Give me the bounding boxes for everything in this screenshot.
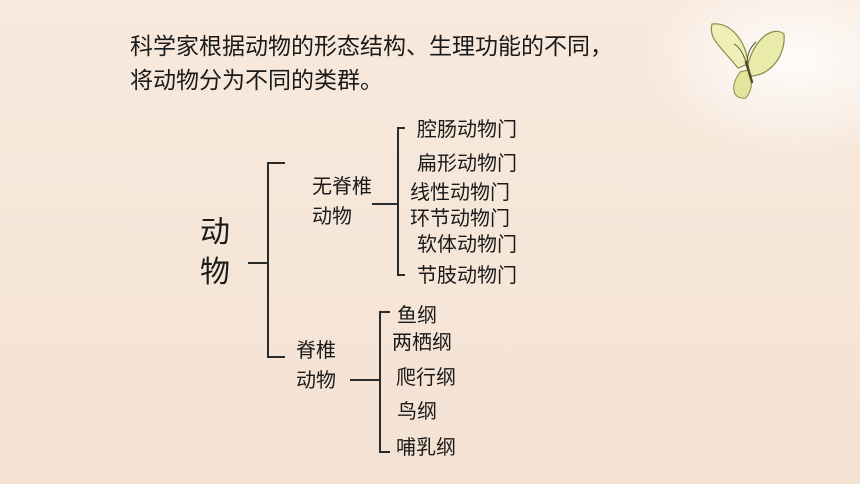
invertebrate-item: 软体动物门 <box>417 232 517 256</box>
vertebrate-item: 哺乳纲 <box>396 435 456 459</box>
vertebrate-label-line-2: 动物 <box>296 368 336 392</box>
vertebrate-bracket <box>379 311 390 453</box>
invertebrate-item: 环节动物门 <box>410 206 510 230</box>
invertebrate-item: 腔肠动物门 <box>417 117 517 141</box>
vertebrate-item: 鱼纲 <box>397 303 437 327</box>
intro-line-2: 将动物分为不同的类群。 <box>130 68 383 94</box>
vertebrate-item: 鸟纲 <box>397 399 437 423</box>
invertebrate-item: 节肢动物门 <box>417 263 517 287</box>
root-bracket <box>267 162 285 358</box>
invertebrate-item: 扁形动物门 <box>417 151 517 175</box>
vertebrate-item: 爬行纲 <box>396 365 456 389</box>
root-label-char-2: 物 <box>200 255 230 290</box>
butterfly-icon <box>710 23 785 99</box>
invertebrate-bracket <box>397 127 405 276</box>
invertebrate-label-line-2: 动物 <box>312 204 352 228</box>
root-label-char-1: 动 <box>200 215 230 250</box>
vertebrate-label-line-1: 脊椎 <box>296 338 336 362</box>
vertebrate-item: 两栖纲 <box>392 330 452 354</box>
intro-text: 科学家根据动物的形态结构、生理功能的不同， 将动物分为不同的类群。 <box>130 30 613 98</box>
intro-line-1: 科学家根据动物的形态结构、生理功能的不同， <box>130 34 613 60</box>
invertebrate-label-line-1: 无脊椎 <box>312 174 372 198</box>
invertebrate-item: 线性动物门 <box>410 180 510 204</box>
